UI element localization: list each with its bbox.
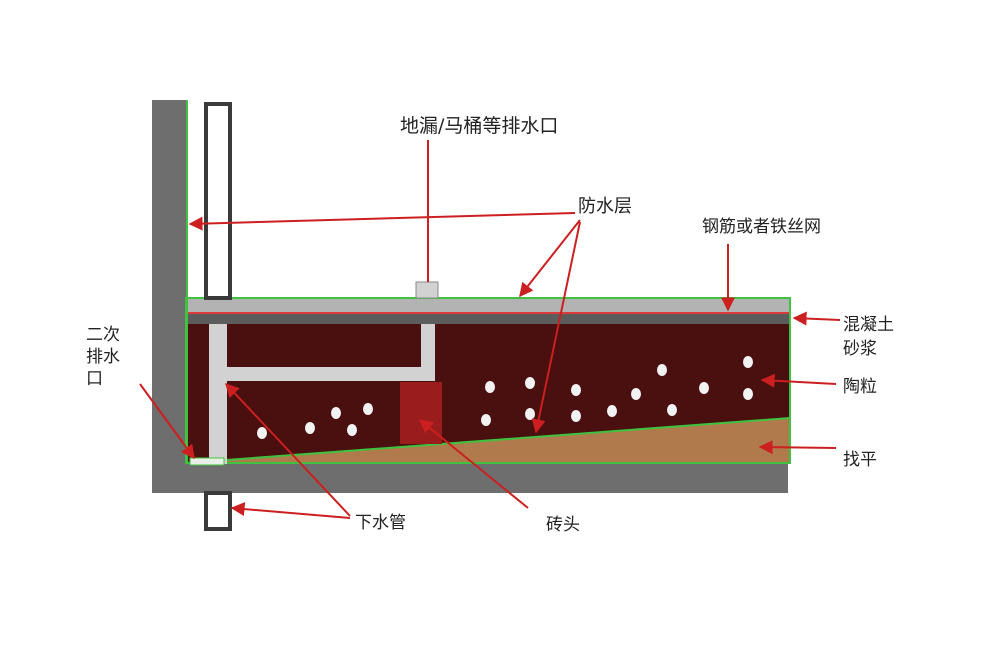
ceramsite-fill bbox=[186, 322, 790, 463]
arrow-downpipe-upper bbox=[225, 382, 351, 517]
ceramsite-pellet bbox=[257, 427, 267, 439]
wall-bottom bbox=[152, 463, 788, 493]
arrow-waterproof-wall bbox=[188, 212, 576, 231]
slab-light bbox=[186, 298, 790, 312]
label-brick: 砖头 bbox=[546, 515, 580, 535]
arrow-secondary-drain bbox=[139, 383, 195, 460]
label-waterproof-layer: 防水层 bbox=[578, 196, 632, 217]
waterproof-line-bottom bbox=[185, 417, 791, 464]
ceramsite-pellet bbox=[305, 422, 315, 434]
ceramsite-pellet bbox=[699, 382, 709, 394]
ceramsite-pellet bbox=[657, 364, 667, 376]
ceramsite-pellet bbox=[571, 410, 581, 422]
label-secondary-drain-line1: 二次 bbox=[86, 325, 120, 345]
arrow-concrete bbox=[792, 311, 841, 326]
label-ceramsite: 陶粒 bbox=[843, 377, 877, 397]
downpipe-lower bbox=[204, 491, 232, 531]
ceramsite-pellet bbox=[743, 388, 753, 400]
label-downpipe: 下水管 bbox=[355, 513, 406, 533]
wall bbox=[152, 100, 788, 493]
downpipe bbox=[204, 102, 232, 531]
ceramsite-pellet bbox=[631, 388, 641, 400]
ceramsite-pellet bbox=[347, 424, 357, 436]
arrow-downpipe-lower bbox=[230, 502, 351, 519]
arrow-leveling bbox=[758, 440, 837, 455]
floor-drain-fitting bbox=[415, 281, 439, 299]
ceramsite-pellet bbox=[607, 405, 617, 417]
label-mortar: 砂浆 bbox=[843, 339, 877, 359]
ceramsite-pellet bbox=[571, 384, 581, 396]
brick bbox=[400, 382, 442, 444]
label-concrete: 混凝土 bbox=[843, 315, 894, 335]
label-secondary-drain-line3: 口 bbox=[86, 369, 103, 389]
arrow-waterproof-top bbox=[519, 219, 581, 298]
annotation-arrows bbox=[139, 140, 841, 519]
ceramsite-pellet bbox=[481, 414, 491, 426]
label-rebar-mesh: 钢筋或者铁丝网 bbox=[702, 217, 821, 237]
label-drain-outlet: 地漏/马桶等排水口 bbox=[400, 115, 558, 137]
arrow-ceramsite bbox=[760, 373, 837, 388]
label-leveling: 找平 bbox=[843, 450, 877, 470]
ceramsite-pellet bbox=[363, 403, 373, 415]
ceramsite-pellet bbox=[331, 407, 341, 419]
drain-pipe bbox=[218, 324, 435, 381]
label-secondary-drain-line2: 排水 bbox=[86, 347, 120, 367]
ceramsite-pellet bbox=[743, 356, 753, 368]
ceramsite-pellet bbox=[525, 408, 535, 420]
slab-dark bbox=[186, 312, 790, 324]
ceramsite-pellet bbox=[485, 381, 495, 393]
drain-pipe-l bbox=[218, 324, 435, 381]
ceramsite-pellet bbox=[525, 377, 535, 389]
labels: 地漏/马桶等排水口 防水层 钢筋或者铁丝网 混凝土 砂浆 陶粒 找平 二次 排水… bbox=[86, 115, 894, 535]
ceramsite-pellets bbox=[257, 356, 753, 439]
downpipe-in-fill bbox=[209, 324, 227, 464]
top-slab bbox=[185, 297, 791, 464]
secondary-drain-outlet bbox=[189, 457, 225, 466]
downpipe-upper bbox=[204, 102, 232, 300]
arrow-brick bbox=[418, 419, 529, 509]
wall-vertical bbox=[152, 100, 186, 493]
ceramsite-pellet bbox=[667, 404, 677, 416]
arrow-waterproof-bottom bbox=[531, 221, 581, 434]
